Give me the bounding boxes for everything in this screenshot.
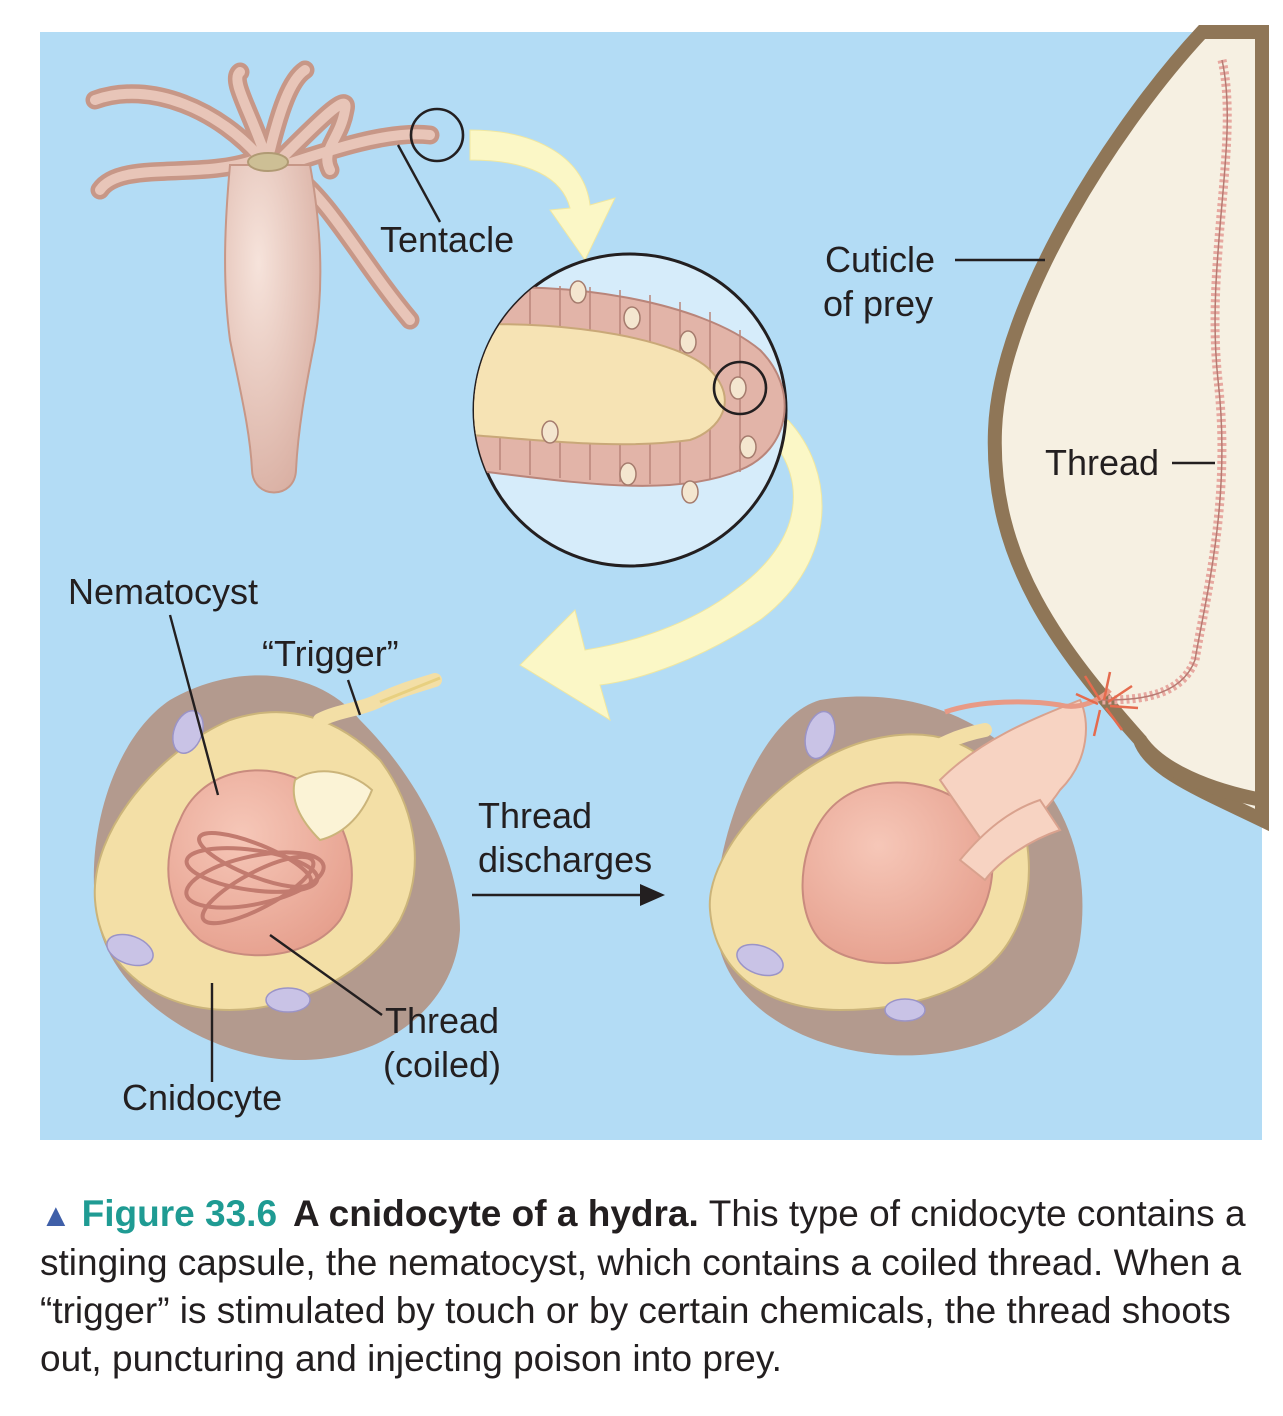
- figure-caption: ▲Figure 33.6 A cnidocyte of a hydra.This …: [40, 1190, 1260, 1383]
- zoom-arrow-top: [469, 129, 616, 261]
- label-cuticle-line1: Cuticle: [825, 239, 935, 280]
- label-trigger: “Trigger”: [262, 633, 399, 674]
- figure-title: A cnidocyte of a hydra.: [293, 1193, 699, 1234]
- label-tentacle: Tentacle: [380, 219, 514, 260]
- label-cuticle-line2: of prey: [823, 283, 933, 324]
- cnidocyte-diagram: Tentacle Cuticle of prey Thread Nematocy…: [40, 25, 1269, 1140]
- hydra-organism: [85, 60, 440, 494]
- tentacle-closeup: [472, 252, 788, 568]
- figure-number: Figure 33.6: [81, 1193, 278, 1234]
- label-thread-coiled-line1: Thread: [385, 1000, 499, 1041]
- triangle-up-icon: ▲: [40, 1197, 72, 1233]
- discharge-arrow: [472, 884, 665, 906]
- zoom-arrow-bottom: [519, 419, 823, 722]
- label-discharge-line2: discharges: [478, 839, 652, 880]
- label-nematocyst: Nematocyst: [68, 571, 258, 612]
- label-discharge-line1: Thread: [478, 795, 592, 836]
- label-thread-coiled-line2: (coiled): [383, 1044, 501, 1085]
- cnidocyte-discharged: [708, 671, 1139, 1056]
- caption-text: This type of cnidocyte contains a stingi…: [40, 1193, 1246, 1379]
- cnidocyte-undischarged: [93, 673, 460, 1060]
- label-cnidocyte: Cnidocyte: [122, 1077, 282, 1118]
- tentacle-tip-highlight: [409, 107, 465, 163]
- label-thread-discharged: Thread: [1045, 442, 1159, 483]
- prey-cuticle: [987, 25, 1269, 832]
